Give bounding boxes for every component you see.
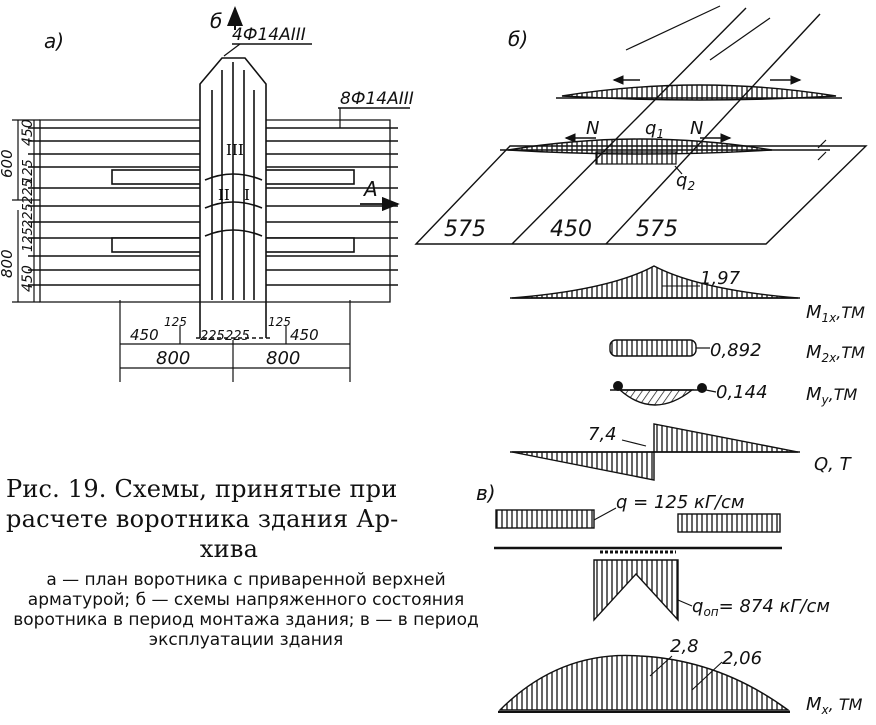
support-reaction-diagram — [593, 559, 679, 622]
panel-label-b: б) — [508, 27, 528, 51]
svg-text:125: 125 — [21, 227, 36, 252]
svg-text:225: 225 — [200, 329, 225, 344]
bottom-dim-labels: 450 125 225 225 125 450 800 800 — [130, 315, 319, 369]
my-label: My,ТМ — [806, 384, 858, 407]
figure-caption: Рис. 19. Схемы, принятые при расчете вор… — [6, 474, 492, 650]
roman-III: III — [226, 141, 244, 159]
mx-value-1: 2,8 — [670, 636, 699, 657]
svg-text:800: 800 — [266, 348, 300, 369]
q-diagram: 7,4 Q, Т — [510, 423, 853, 481]
mx-value-2: 2,06 — [722, 648, 762, 669]
exploit-panel: в) q = 125 кГ/см qоп= 874 кГ/см 2,8 2,06… — [476, 481, 863, 717]
section-b-label: б — [210, 9, 222, 33]
mx-diagram — [498, 654, 791, 711]
svg-text:225: 225 — [225, 329, 250, 344]
q-on-label: qоп= 874 кГ/см — [692, 596, 830, 619]
svg-text:225: 225 — [21, 179, 36, 204]
roman-II: II — [218, 186, 230, 204]
section-a-label: А — [362, 177, 378, 201]
caption-legend: а — план воротника с приваренной верхней… — [13, 570, 479, 650]
m2x-value: 0,892 — [710, 340, 762, 361]
stress-panel: б) N N q1 q2 575 450 575 — [414, 5, 868, 481]
caption-line-2: расчете воротника здания Ар- — [6, 505, 399, 533]
central-column — [196, 57, 270, 339]
collar-outline — [39, 119, 391, 303]
panel-label-a: а) — [44, 29, 64, 53]
rebar-top-label: 4Ф14АIII — [232, 25, 306, 45]
rebar-side-label: 8Ф14АIII — [340, 89, 414, 109]
span-right: 575 — [636, 217, 678, 242]
m2x-diagram: 0,892 M2x,ТМ — [609, 339, 865, 365]
load-q1: q1 — [645, 118, 664, 141]
svg-text:800: 800 — [0, 249, 16, 278]
svg-text:450: 450 — [20, 119, 36, 146]
m1x-diagram: 1,97 M1x,ТМ — [510, 265, 865, 325]
caption-line-3: хива — [199, 535, 259, 563]
svg-text:225: 225 — [21, 203, 36, 228]
svg-text:125: 125 — [268, 315, 291, 329]
plan-panel: а) б 4Ф14АIII 8Ф14АIII — [0, 6, 414, 382]
roman-I: I — [244, 186, 250, 204]
span-middle: 450 — [550, 217, 592, 242]
load-q2: q2 — [676, 170, 695, 193]
caption-title: Рис. 19. Схемы, принятые при расчете вор… — [6, 474, 492, 564]
q-value: 7,4 — [588, 424, 617, 445]
svg-text:125: 125 — [164, 315, 187, 329]
left-dimensions — [12, 119, 40, 303]
q-load-label: q = 125 кГ/см — [616, 492, 744, 513]
force-N-right: N — [690, 118, 703, 139]
span-left: 575 — [444, 217, 486, 242]
svg-text:450: 450 — [130, 326, 159, 344]
svg-text:450: 450 — [20, 265, 36, 292]
svg-text:125: 125 — [21, 159, 36, 184]
svg-text:800: 800 — [156, 348, 190, 369]
load-block-right — [677, 513, 781, 533]
my-value: 0,144 — [716, 382, 768, 403]
panel-label-v: в) — [476, 481, 496, 505]
caption-line-1: Рис. 19. Схемы, принятые при — [6, 475, 398, 503]
bottom-dimensions — [119, 300, 351, 382]
force-N-left: N — [586, 118, 599, 139]
svg-text:600: 600 — [0, 149, 16, 178]
q-label: Q, Т — [814, 454, 853, 475]
m2x-label: M2x,ТМ — [806, 342, 865, 365]
svg-text:450: 450 — [290, 326, 319, 344]
my-diagram: 0,144 My,ТМ — [610, 381, 858, 407]
slab-outline — [414, 145, 868, 245]
left-dim-labels: 600 800 450 125 225 225 125 450 — [0, 119, 36, 292]
m1x-value: 1,97 — [700, 268, 741, 289]
load-block-left — [495, 509, 595, 529]
m1x-label: M1x,ТМ — [806, 302, 865, 325]
mx-label: Mx, ТМ — [806, 694, 863, 717]
